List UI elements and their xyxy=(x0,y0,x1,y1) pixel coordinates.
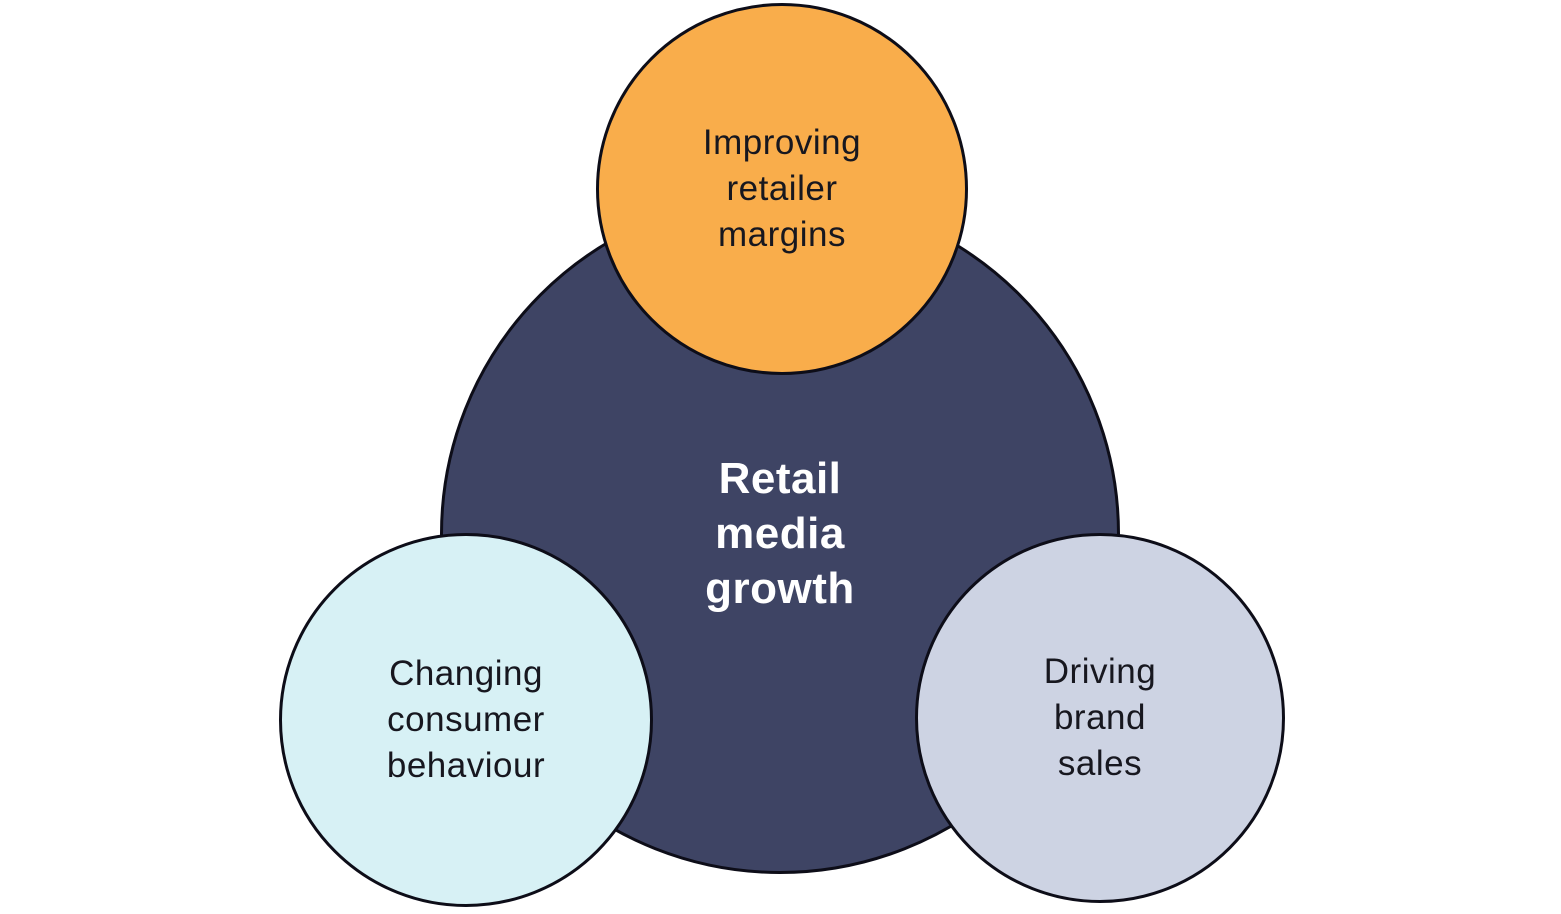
center-circle-label: Retail media growth xyxy=(705,451,855,616)
center-label-line-3: growth xyxy=(705,563,855,613)
bottom-left-circle-label: Changing consumer behaviour xyxy=(387,651,545,789)
top-label-line-3: margins xyxy=(718,215,846,254)
bottom-right-circle-label: Driving brand sales xyxy=(1044,649,1156,787)
bottom-left-label-line-1: Changing xyxy=(389,654,543,693)
center-label-line-2: media xyxy=(715,508,845,558)
center-label-line-1: Retail xyxy=(718,453,842,503)
bottom-left-label-line-2: consumer xyxy=(387,700,545,739)
top-circle-label: Improving retailer margins xyxy=(703,120,861,258)
bottom-right-label-line-3: sales xyxy=(1057,744,1143,783)
circle-improving-retailer-margins: Improving retailer margins xyxy=(596,3,968,375)
circle-driving-brand-sales: Driving brand sales xyxy=(915,533,1285,903)
bottom-left-label-line-3: behaviour xyxy=(386,746,546,785)
bottom-right-label-line-1: Driving xyxy=(1043,652,1157,691)
bottom-right-label-line-2: brand xyxy=(1053,698,1146,737)
circle-changing-consumer-behaviour: Changing consumer behaviour xyxy=(279,533,653,907)
top-label-line-1: Improving xyxy=(702,123,862,162)
top-label-line-2: retailer xyxy=(726,169,838,208)
